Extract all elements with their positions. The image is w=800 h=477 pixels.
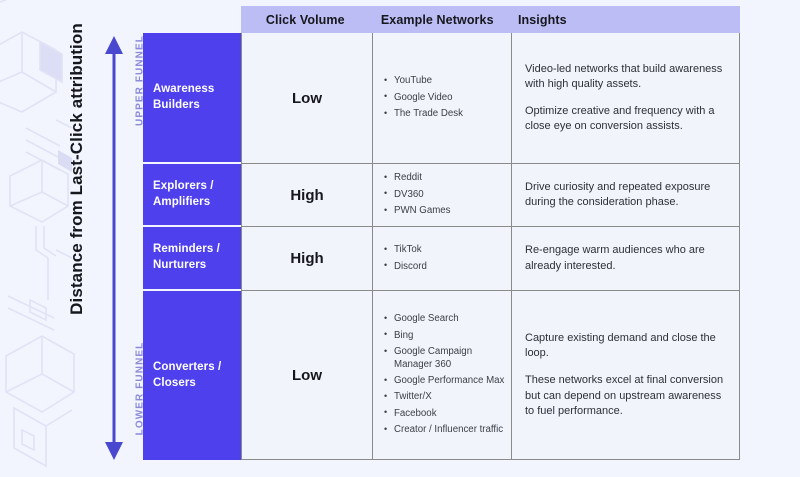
table-header-row: Click Volume Example Networks Insights [241,6,740,33]
insights-cell: Re-engage warm audiences who are already… [512,227,740,291]
network-list: YouTube Google Video The Trade Desk [383,75,463,120]
list-item: PWN Games [384,205,450,217]
stage-label-reminders-nurturers: Reminders / Nurturers [143,227,241,291]
insight-paragraph: Capture existing demand and close the lo… [525,332,716,360]
stage-label-awareness-builders: Awareness Builders [143,33,241,164]
axis-title: Distance from Last-Click attribution [67,23,86,315]
list-item: Creator / Influencer traffic [384,424,505,436]
list-item: TikTok [384,244,427,256]
click-volume-value: High [241,227,373,291]
list-item: Bing [384,329,505,342]
insight-paragraph: Drive curiosity and repeated exposure du… [525,180,711,208]
column-header-click-volume: Click Volume [265,12,345,27]
column-header-insights: Insights [517,12,567,27]
network-list: Google Search Bing Google Campaign Manag… [383,313,505,436]
funnel-axis: Distance from Last-Click attribution UPP… [0,0,146,477]
insights-cell: Video-led networks that build awareness … [512,33,740,164]
table-row: Awareness Builders Low YouTube Google Vi… [143,33,740,164]
list-item: Google Search [384,313,505,325]
funnel-matrix-table: Click Volume Example Networks Insights A… [143,6,740,460]
click-volume-value: Low [241,33,373,164]
example-networks-cell: YouTube Google Video The Trade Desk [373,33,512,164]
table-row: Explorers / Amplifiers High Reddit DV360… [143,164,740,227]
insight-paragraph: Re-engage warm audiences who are already… [525,244,705,272]
click-volume-value: Low [241,291,373,460]
column-header-example-networks: Example Networks [380,12,494,27]
example-networks-cell: Reddit DV360 PWN Games [373,164,512,227]
list-item: Reddit [384,172,451,184]
list-item: Twitter/X [384,391,505,403]
stage-label-converters-closers: Converters / Closers [143,291,241,460]
list-item: DV360 [384,188,451,201]
insight-paragraph: These networks excel at final conversion… [525,374,724,417]
double-headed-arrow-icon [105,36,123,460]
table-row: Reminders / Nurturers High TikTok Discor… [143,227,740,291]
insight-paragraph: Video-led networks that build awareness … [525,62,723,90]
list-item: Facebook [384,407,505,420]
example-networks-cell: Google Search Bing Google Campaign Manag… [373,291,512,460]
network-list: Reddit DV360 PWN Games [383,172,451,217]
click-volume-value: High [241,164,373,227]
table-row: Converters / Closers Low Google Search B… [143,291,740,460]
stage-label-explorers-amplifiers: Explorers / Amplifiers [143,164,241,227]
insight-paragraph: Optimize creative and frequency with a c… [525,105,715,133]
list-item: YouTube [384,75,463,87]
example-networks-cell: TikTok Discord [373,227,512,291]
insights-cell: Drive curiosity and repeated exposure du… [512,164,740,227]
insights-cell: Capture existing demand and close the lo… [512,291,740,460]
list-item: Discord [384,260,427,273]
list-item: The Trade Desk [384,108,463,120]
list-item: Google Performance Max [384,374,505,387]
network-list: TikTok Discord [383,244,427,273]
list-item: Google Campaign Manager 360 [384,346,505,371]
list-item: Google Video [384,91,463,104]
